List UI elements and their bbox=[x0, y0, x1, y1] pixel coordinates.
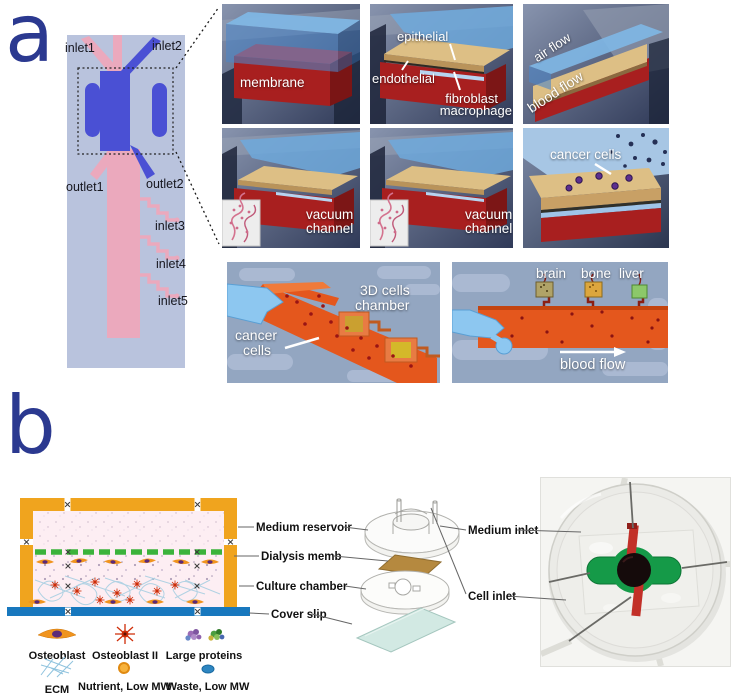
cell-inlet-label: Cell inlet bbox=[468, 591, 516, 603]
chip-inlet1-label: inlet1 bbox=[65, 41, 95, 55]
chamber-label-line2: chamber bbox=[355, 297, 410, 313]
ecm-icon bbox=[40, 656, 74, 678]
ecm-label: ECM bbox=[44, 684, 70, 693]
vacuum1-render bbox=[222, 128, 360, 248]
cancer-cells-render bbox=[523, 128, 669, 248]
flows-render bbox=[523, 4, 669, 124]
chip-inlet4-label: inlet4 bbox=[156, 257, 186, 271]
osteoblast-label: Osteoblast bbox=[28, 650, 86, 662]
microfluidic-chip-schematic bbox=[67, 35, 185, 368]
device-photo bbox=[539, 477, 731, 667]
organs-render bbox=[452, 262, 668, 383]
membrane-label: membrane bbox=[240, 75, 305, 90]
chip-outlet1-label: outlet1 bbox=[66, 180, 104, 194]
panel-a-label: a bbox=[5, 0, 55, 80]
large-proteins-icon bbox=[185, 629, 225, 641]
culture-chamber-label: Culture chamber bbox=[256, 581, 348, 593]
chamber-cancer-label-line1: cancer bbox=[235, 327, 278, 343]
macrophage-label: macrophage bbox=[439, 103, 512, 118]
legend-osteoblast: Osteoblast bbox=[14, 626, 100, 662]
render-3d-chamber-tile: 3D cells chamber cancer cells bbox=[227, 262, 440, 383]
vacuum2-render bbox=[370, 128, 513, 248]
exploded-view bbox=[355, 498, 460, 653]
chip-inlet2-label: inlet2 bbox=[152, 39, 182, 53]
osteoblast2-label: Osteoblast II bbox=[92, 650, 159, 662]
culture-device-cross-section bbox=[5, 490, 255, 625]
device-photo-render bbox=[539, 477, 730, 667]
medium-reservoir-label: Medium reservoir bbox=[256, 522, 352, 534]
legend-waste: Waste, Low MW bbox=[166, 658, 250, 693]
render-vacuum1-tile: vacuum channel bbox=[222, 128, 360, 248]
waste-label: Waste, Low MW bbox=[166, 681, 250, 693]
render-vacuum2-tile: vacuum channel bbox=[370, 128, 513, 248]
nutrient-icon bbox=[118, 662, 130, 674]
osteoblast-icon bbox=[37, 628, 77, 639]
render-cell-layers-tile: epithelial endothelial fibroblast macrop… bbox=[370, 4, 513, 124]
nutrient-label: Nutrient, Low MW bbox=[78, 681, 171, 693]
waste-icon bbox=[201, 664, 215, 674]
epithelial-label: epithelial bbox=[397, 29, 449, 44]
liver-label: liver bbox=[619, 266, 644, 281]
vacuum2-label-line2: channel bbox=[465, 221, 513, 236]
chip-outlet2-label: outlet2 bbox=[146, 177, 184, 191]
legend-nutrient: Nutrient, Low MW bbox=[78, 658, 171, 693]
fibroblast-label: fibroblast bbox=[445, 91, 498, 106]
osteoblast2-icon bbox=[115, 624, 135, 644]
chip-channels-drawing bbox=[67, 35, 185, 368]
chamber-render bbox=[227, 262, 440, 383]
blood-flow-label-2: blood flow bbox=[560, 357, 626, 373]
large-proteins-label: Large proteins bbox=[165, 650, 243, 662]
panel-b-label: b bbox=[5, 379, 56, 472]
chip-inlet5-label: inlet5 bbox=[158, 294, 188, 308]
legend-large-proteins: Large proteins bbox=[160, 626, 248, 662]
cover-slip-label: Cover slip bbox=[271, 609, 327, 621]
vacuum1-label-line2: channel bbox=[306, 221, 354, 236]
brain-label: brain bbox=[536, 266, 567, 281]
exploded-assembly-drawing bbox=[345, 470, 480, 655]
render-flows-tile: air flow blood flow bbox=[523, 4, 669, 124]
vacuum2-label-line1: vacuum bbox=[465, 207, 513, 222]
cell-layers-render bbox=[370, 4, 513, 124]
legend-osteoblast2: Osteoblast II bbox=[92, 624, 158, 662]
vacuum1-label-line1: vacuum bbox=[306, 207, 354, 222]
legend-ecm: ECM bbox=[22, 656, 92, 693]
cross-section-drawing bbox=[7, 498, 250, 616]
medium-inlet-label: Medium inlet bbox=[468, 525, 539, 537]
cancer-cells-label: cancer cells bbox=[550, 147, 622, 162]
render-membrane-tile: membrane bbox=[222, 4, 360, 124]
render-cancer-tile: cancer cells bbox=[523, 128, 669, 248]
chip-inlet3-label: inlet3 bbox=[155, 219, 185, 233]
dialysis-memb-label: Dialysis memb bbox=[261, 551, 342, 563]
endothelial-label: endothelial bbox=[372, 71, 435, 86]
chamber-label-line1: 3D cells bbox=[360, 282, 410, 298]
render-organs-tile: brain bone liver blood flow bbox=[452, 262, 668, 383]
bone-label: bone bbox=[581, 266, 612, 281]
chamber-cancer-label-line2: cells bbox=[243, 342, 272, 358]
membrane-render bbox=[222, 4, 360, 124]
